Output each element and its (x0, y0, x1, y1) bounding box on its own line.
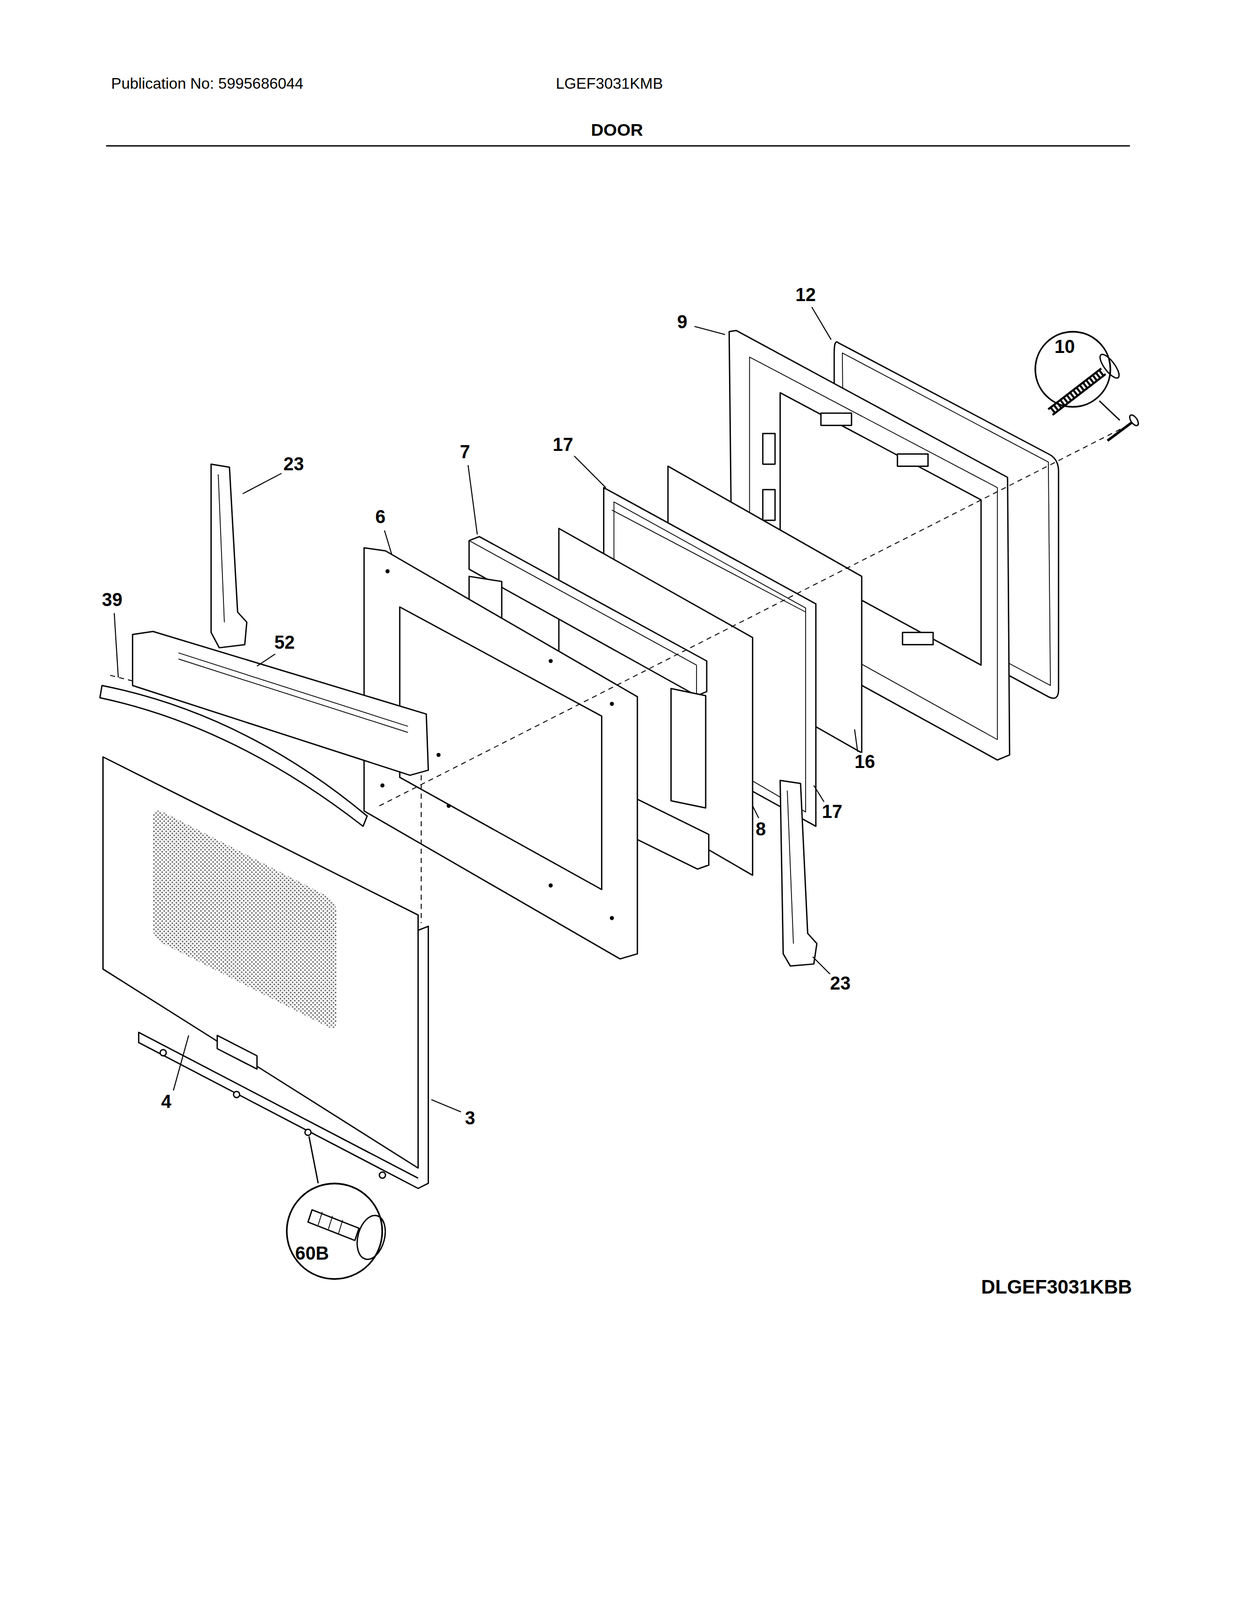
liner-tab (902, 632, 934, 645)
door-handle (99, 685, 367, 826)
handle-trim (132, 631, 429, 776)
callout-number: 10 (1052, 337, 1078, 359)
callout-number: 3 (462, 1108, 477, 1129)
callout-number: 8 (753, 820, 768, 841)
window-badge (217, 1035, 257, 1069)
callout-number: 23 (827, 973, 853, 995)
screw-shank (307, 1209, 359, 1240)
callout-number: 52 (272, 633, 298, 654)
liner-tab (762, 433, 776, 464)
door-trim (138, 925, 429, 1189)
callout-number: 17 (550, 435, 576, 457)
zoom-circle: 10 (1033, 330, 1112, 409)
zoom-leader (1099, 400, 1120, 421)
callout-number: 6 (373, 507, 388, 529)
diagram-code: DLGEF3031KBB (979, 1276, 1134, 1298)
callout-number: 12 (793, 285, 819, 306)
hinge (780, 780, 818, 967)
callout-number: 23 (281, 455, 307, 476)
model-number: LGEF3031KMB (553, 75, 665, 93)
header-rule (106, 144, 1130, 147)
zoom-leader (308, 1136, 318, 1184)
callout-number: 7 (458, 442, 473, 463)
page-title: DOOR (588, 121, 646, 141)
liner-tab (821, 412, 852, 426)
callout-number: 60B (293, 1244, 332, 1265)
liner-tab (897, 453, 928, 466)
callout-number: 17 (820, 802, 845, 824)
hinge (211, 463, 248, 648)
window-mesh (153, 810, 337, 1029)
callout-number: 16 (852, 752, 878, 774)
callout-number: 39 (99, 590, 125, 611)
zoom-circle: 60B (285, 1181, 384, 1280)
publication-number: Publication No: 5995686044 (109, 75, 306, 93)
callout-number: 4 (158, 1092, 174, 1113)
zoom-circle-outline (285, 1181, 384, 1280)
callout-number: 9 (675, 313, 690, 334)
insulation-side (670, 688, 706, 808)
inner-door-window (399, 606, 603, 890)
liner-tab (762, 489, 776, 521)
